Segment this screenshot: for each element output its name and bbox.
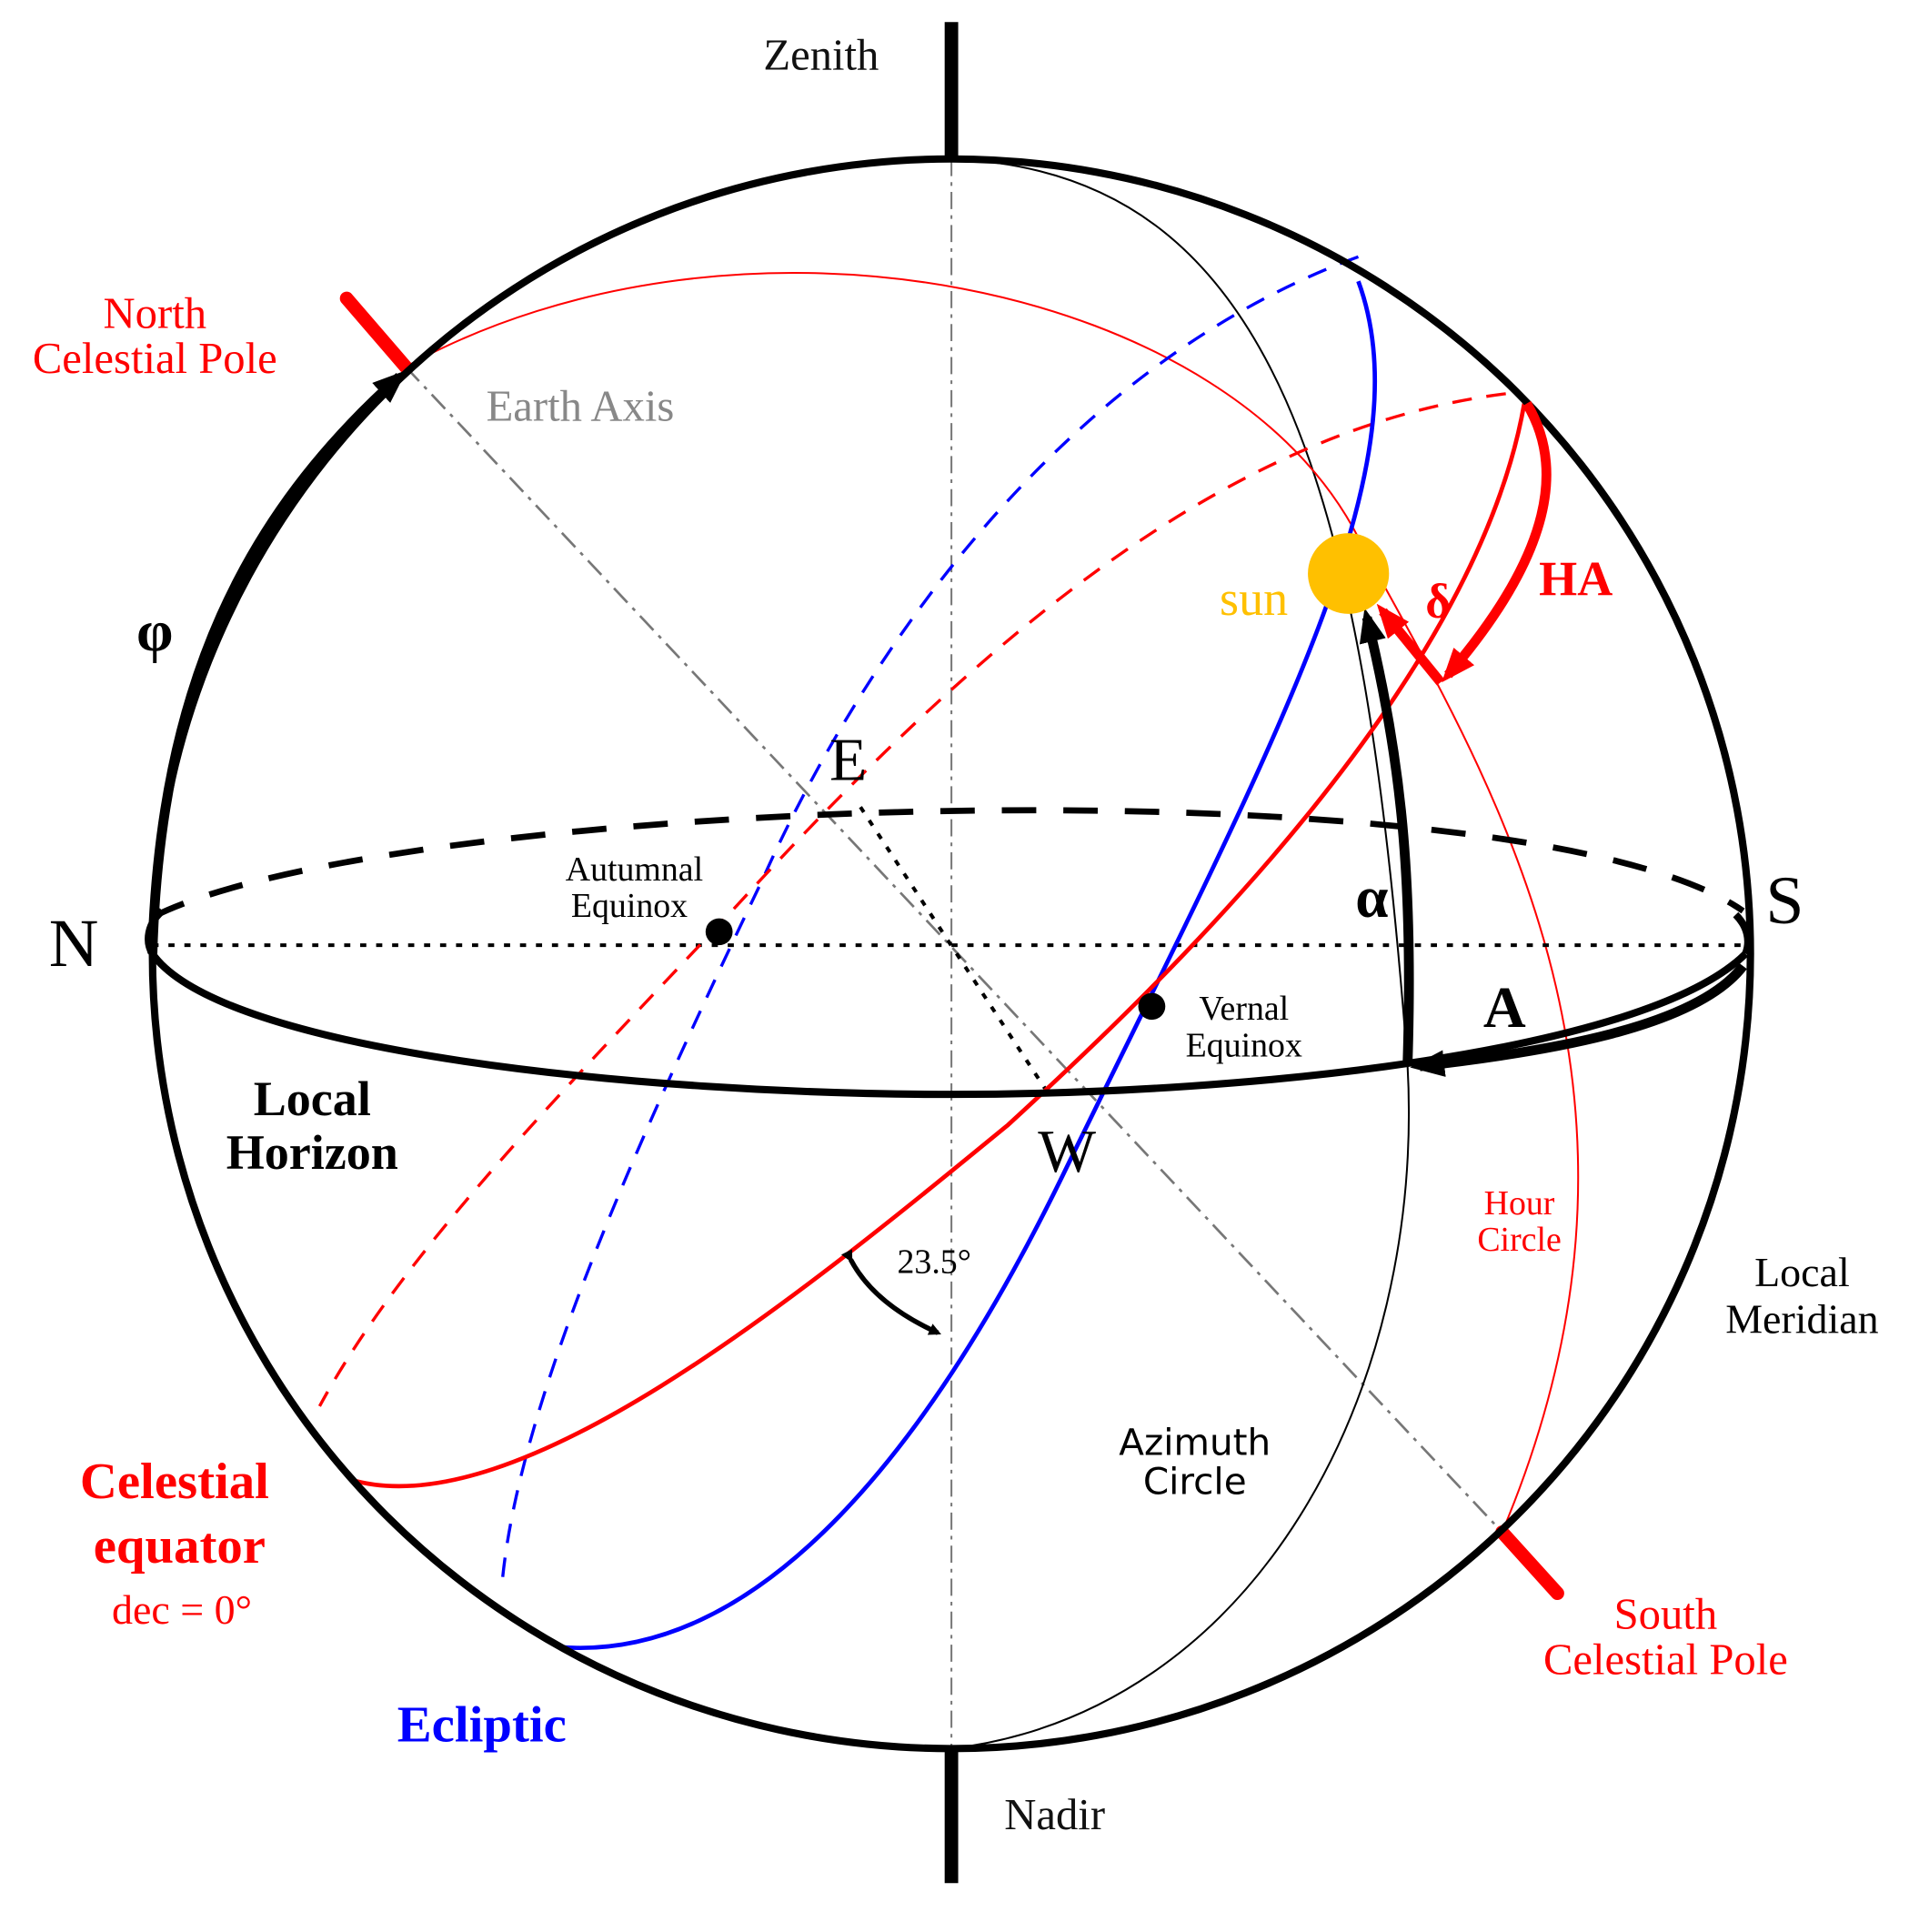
alpha-label: α [1355,864,1388,930]
obliquity-label: 23.5° [898,1243,971,1282]
local-meridian-label-1: Local [1754,1249,1850,1295]
zenith-label: Zenith [763,32,879,80]
north-celestial-pole-label-1: North [104,289,206,337]
altitude-arc [1359,608,1414,1067]
east-label: E [829,726,867,794]
phi-label: φ [136,598,173,663]
celestial-equator-label-2: equator [94,1518,266,1575]
local-horizon-label-1: Local [254,1072,371,1126]
azimuth-circle-label-2: Circle [1143,1460,1247,1504]
declination-arrow [1376,603,1445,686]
azimuth-circle [950,157,1410,1750]
obliquity-arc [840,1249,941,1335]
celestial-equator-label-3: dec = 0° [112,1586,252,1633]
hour-circle-label-1: Hour [1484,1184,1555,1223]
autumnal-equinox-point [705,918,733,946]
sun-label: sun [1220,571,1288,626]
ecliptic-label: Ecliptic [397,1696,567,1753]
ecliptic-back-dashed [499,255,1360,1590]
vernal-equinox-point [1138,992,1166,1021]
azimuth-arc [1410,962,1747,1077]
north-celestial-pole-marker [339,291,413,374]
latitude-arc [147,369,407,954]
autumnal-equinox-label-2: Equinox [571,887,688,925]
hour-angle-label: HA [1539,552,1613,607]
sun-icon [1308,533,1390,614]
north-label: N [49,906,99,981]
earth-axis-label: Earth Axis [487,383,675,431]
south-label: S [1765,863,1804,939]
celestial-equator-label-1: Celestial [80,1454,269,1510]
earth-axis-line [405,366,1503,1534]
horizon-s-tick [1733,911,1752,956]
south-celestial-pole-marker [1495,1525,1564,1601]
local-meridian-label-2: Meridian [1725,1295,1879,1342]
vernal-equinox-label-1: Vernal [1199,990,1289,1028]
hour-circle-label-2: Circle [1477,1221,1561,1259]
horizon-back-dashed [151,807,1745,921]
delta-label: δ [1425,574,1451,629]
ecliptic-front [558,280,1377,1651]
south-celestial-pole-label-2: Celestial Pole [1543,1635,1788,1684]
south-celestial-pole-label-1: South [1614,1591,1718,1639]
local-horizon-label-2: Horizon [226,1125,398,1180]
equator-back-dashed [317,392,1506,1407]
hour-angle-arc [1442,400,1552,683]
east-west-line [859,806,1047,1090]
azimuth-circle-label-1: Azimuth [1119,1421,1271,1464]
north-celestial-pole-label-2: Celestial Pole [33,335,277,383]
autumnal-equinox-label-1: Autumnal [566,850,703,889]
horizon-front [149,951,1749,1099]
nadir-label: Nadir [1004,1791,1105,1839]
azimuth-label: A [1483,974,1526,1040]
west-label: W [1038,1117,1096,1185]
vernal-equinox-label-2: Equinox [1186,1027,1302,1065]
celestial-equator-front [349,403,1527,1489]
